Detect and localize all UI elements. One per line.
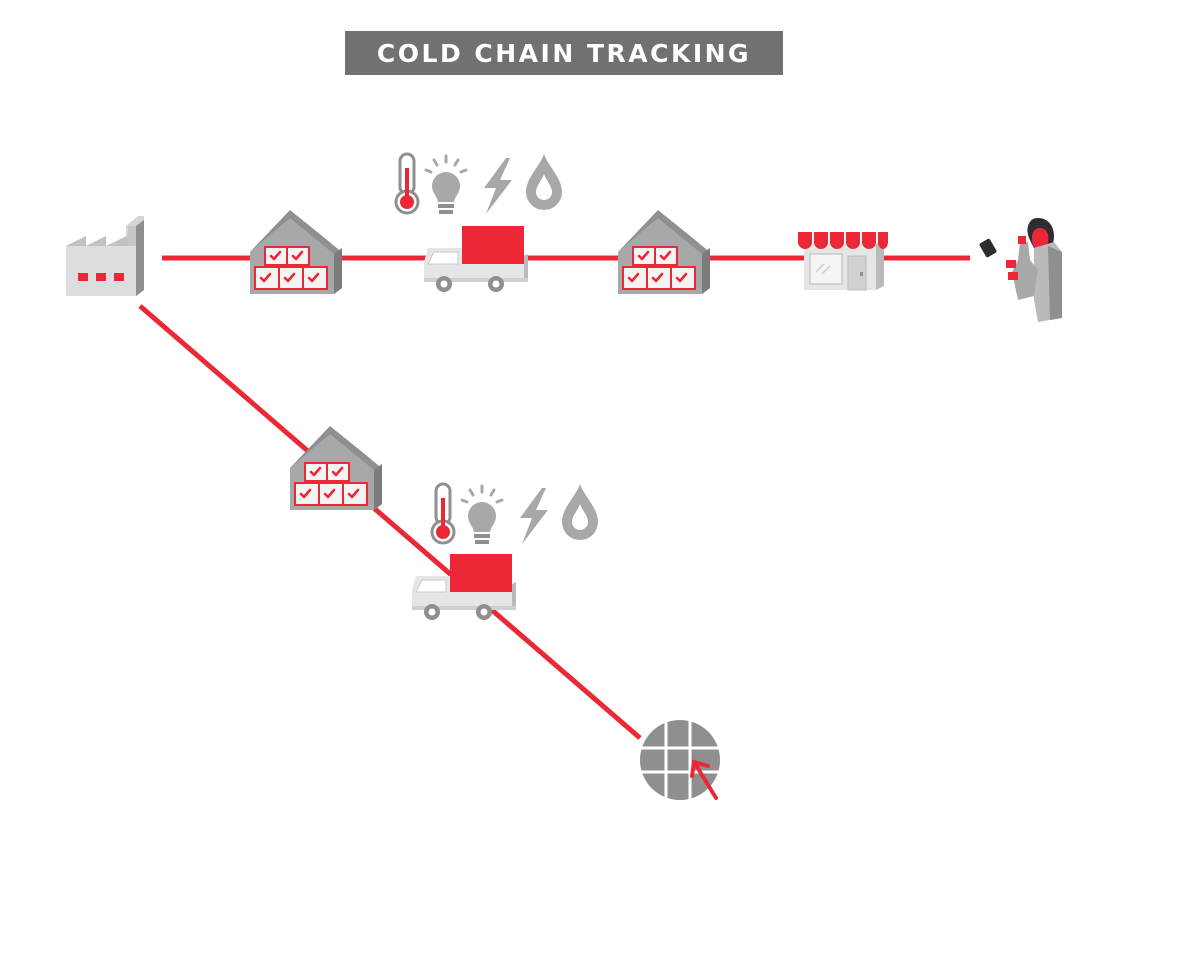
sensor-icons	[394, 152, 562, 216]
storefront-icon	[798, 232, 888, 291]
delivery-truck-icon	[411, 553, 517, 621]
globe-cursor-icon	[640, 720, 720, 800]
thermometer-icon	[430, 482, 456, 545]
lightning-icon	[484, 158, 512, 214]
consumer-icon	[979, 218, 1062, 322]
water-drop-icon	[526, 154, 562, 210]
sensor-icons	[430, 482, 598, 546]
light-bulb-icon	[424, 154, 468, 216]
page-title: COLD CHAIN TRACKING	[345, 31, 783, 75]
warehouse-icon	[616, 208, 716, 296]
delivery-truck-icon	[423, 225, 529, 293]
factory-icon	[66, 216, 144, 296]
water-drop-icon	[562, 484, 598, 540]
lightning-icon	[520, 488, 548, 544]
cursor-arrow-icon	[690, 759, 718, 800]
warehouse-icon	[248, 208, 348, 296]
chain-link-line	[138, 304, 642, 740]
thermometer-icon	[394, 152, 420, 215]
warehouse-icon	[288, 424, 388, 512]
light-bulb-icon	[460, 484, 504, 546]
